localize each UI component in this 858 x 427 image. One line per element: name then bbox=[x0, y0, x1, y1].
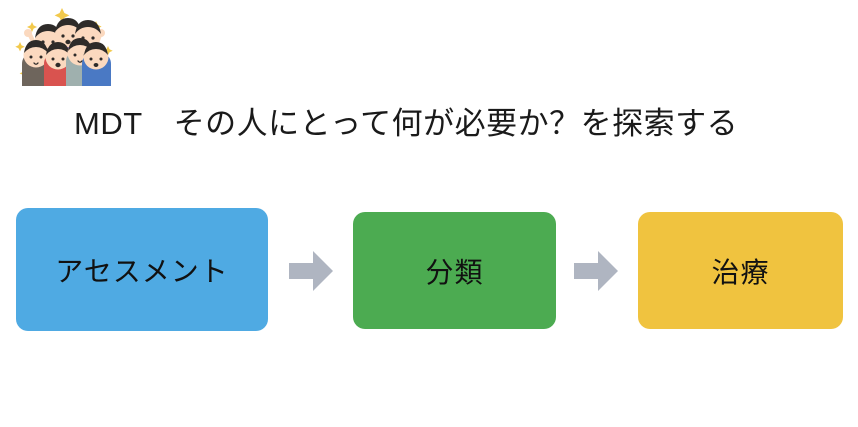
cheering-people-illustration bbox=[10, 4, 118, 86]
right-arrow-icon bbox=[573, 248, 619, 294]
process-box-treatment-label: 治療 bbox=[711, 256, 770, 288]
right-arrow-svg bbox=[574, 251, 618, 291]
person-front-1 bbox=[22, 40, 51, 86]
person-front-2 bbox=[44, 42, 73, 86]
person-front-4 bbox=[82, 42, 111, 86]
process-box-assessment-label: アセスメント bbox=[55, 255, 229, 287]
right-arrow-svg bbox=[289, 251, 333, 291]
cheering-people-svg bbox=[15, 8, 113, 86]
process-box-classification[interactable]: 分類 bbox=[353, 212, 556, 329]
process-box-assessment[interactable]: アセスメント bbox=[16, 208, 268, 331]
process-box-treatment[interactable]: 治療 bbox=[638, 212, 843, 329]
process-box-classification-label: 分類 bbox=[425, 256, 484, 288]
right-arrow-icon bbox=[288, 248, 334, 294]
slide-title: MDT その人にとって何が必要か？を探索する bbox=[74, 106, 739, 141]
